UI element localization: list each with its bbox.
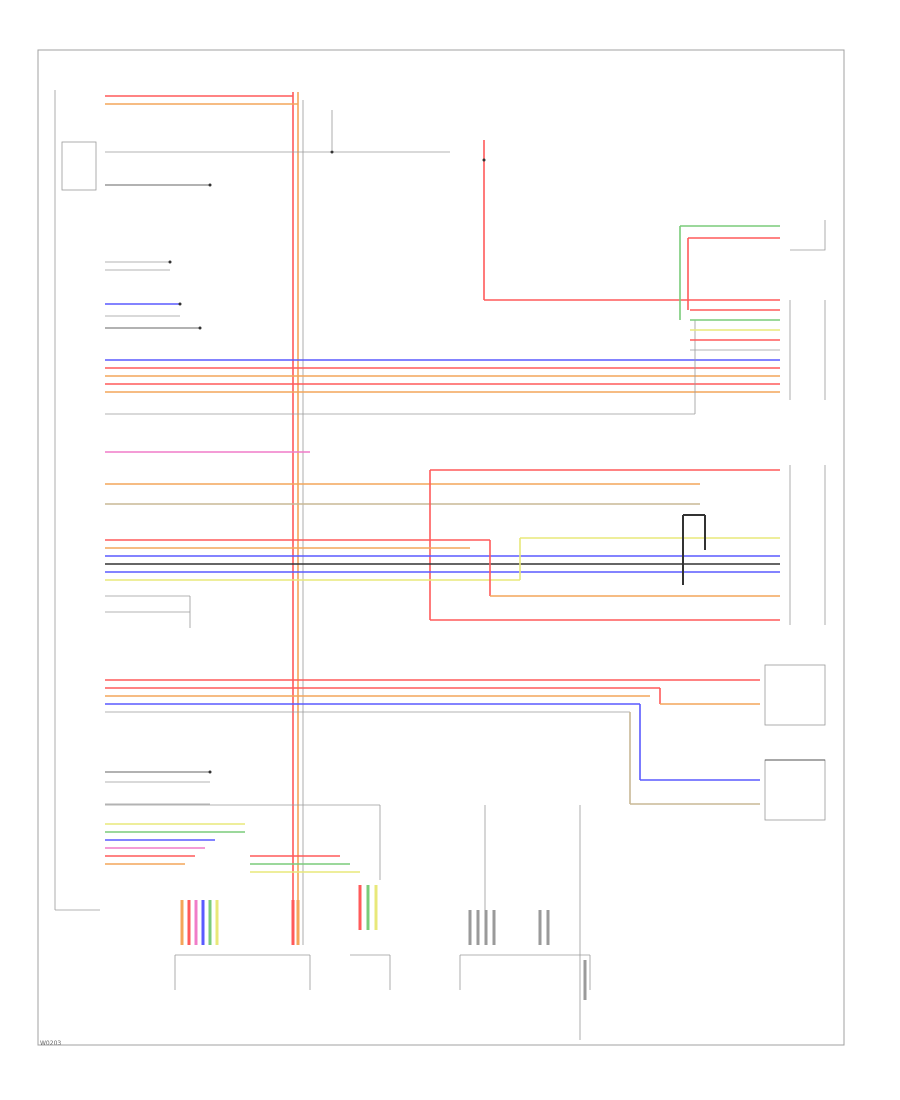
splice-block <box>682 514 706 585</box>
connector-pins <box>180 885 587 1000</box>
diagram-code: W0203 <box>40 1040 62 1047</box>
diagram-border <box>37 49 845 1046</box>
bottom-modules <box>105 804 591 1040</box>
main-trunk-wires <box>292 92 780 945</box>
junction-dots <box>168 150 486 774</box>
horizontal-wires <box>105 95 780 873</box>
instrument-cluster-connector <box>54 90 100 911</box>
right-connectors <box>764 220 826 821</box>
right-connector-wires <box>679 225 780 351</box>
